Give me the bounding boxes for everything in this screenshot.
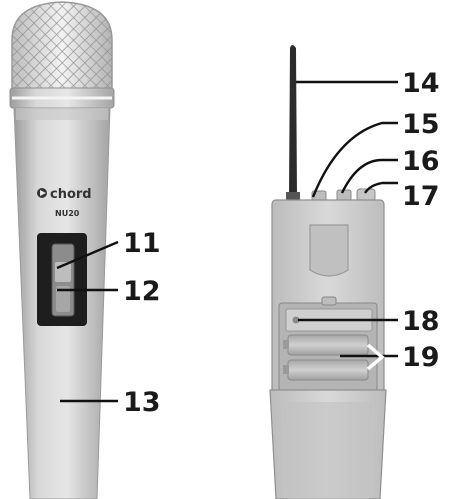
callout-16: 16 — [402, 146, 440, 177]
callout-14: 14 — [402, 68, 440, 99]
mic-grille — [11, 1, 113, 93]
callout-11: 11 — [123, 228, 161, 259]
display-window — [309, 224, 349, 277]
callout-19: 19 — [402, 342, 440, 373]
callout-12: 12 — [123, 276, 161, 307]
mic-brand-logo: chord — [37, 187, 92, 202]
battery-2 — [287, 359, 369, 381]
battery-arrow-icon — [366, 343, 385, 371]
battery-compartment — [278, 296, 378, 392]
bodypack-transmitter — [269, 45, 387, 499]
callout-18: 18 — [402, 306, 440, 337]
callout-13: 13 — [123, 387, 161, 418]
brand-name: chord — [50, 187, 92, 202]
mic-control-panel — [37, 233, 87, 326]
antenna — [286, 45, 300, 202]
battery-1 — [287, 334, 369, 356]
callout-15: 15 — [402, 109, 440, 140]
callout-17: 17 — [402, 181, 440, 212]
model-name: NU20 — [55, 209, 80, 218]
